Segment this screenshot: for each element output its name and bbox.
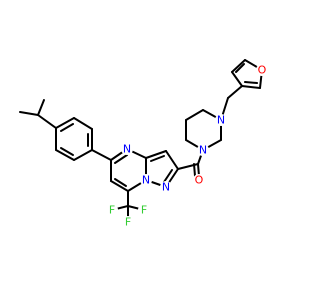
molecule-structure: N N N N N O O F F F <box>19 59 268 229</box>
halo-f-left <box>106 204 118 216</box>
halo-n-piperazine-right <box>215 114 227 126</box>
bond-carbonyl-double-1 <box>197 163 200 177</box>
halo-f-right <box>138 204 150 216</box>
bond-furan-1 <box>241 85 261 89</box>
bond-carbonyl-double-2 <box>193 163 196 177</box>
atom-n-bridge: N <box>142 174 150 187</box>
bond-phenyl-2 <box>73 117 93 130</box>
atom-o-carbonyl: O <box>195 174 204 187</box>
bond-pyrazole-2 <box>165 150 179 170</box>
bond-furan-4 <box>231 59 246 73</box>
bond-furan-double-1 <box>244 81 258 84</box>
atom-f-left: F <box>109 204 115 217</box>
bond-pyrazole-double-1 <box>150 155 165 162</box>
atom-f-middle: F <box>125 216 131 229</box>
bond-furan-double-2 <box>235 63 245 73</box>
atom-n-piperazine-left: N <box>199 144 207 157</box>
bond-phenyl-to-pyrimidine <box>91 149 112 161</box>
atom-o-furan: O <box>258 64 267 77</box>
bond-isopropyl-methyl-2 <box>37 99 45 116</box>
bond-phenyl-4 <box>73 149 93 161</box>
bond-furan-5 <box>231 71 243 87</box>
halo-n-piperazine-left <box>197 144 209 156</box>
bond-pyrimidine-double-1 <box>114 154 128 164</box>
bond-phenyl-double-3 <box>60 147 74 156</box>
bond-phenyl-1 <box>55 117 75 129</box>
bond-phenyl-double-1 <box>60 123 74 132</box>
atom-labels: N N N N N O O F F F <box>106 64 268 229</box>
bond-pyrazole-double-2 <box>163 169 173 183</box>
halo-n-pyrimidine <box>121 143 133 155</box>
bond-piperazine-3 <box>185 109 204 121</box>
bond-pyrazole-1 <box>145 150 167 159</box>
bond-isopropyl-to-phenyl <box>37 114 57 129</box>
molecule-canvas: N N N N N O O F F F <box>19 59 268 229</box>
halo-n-pyrazole <box>160 181 172 193</box>
halo-o-furan <box>256 64 268 76</box>
atom-n-piperazine-right: N <box>217 114 225 127</box>
bond-pyrimidine-5 <box>110 180 129 192</box>
bond-isopropyl-methyl-1 <box>19 111 39 116</box>
halo-f-middle <box>122 216 134 228</box>
bonds <box>19 59 263 223</box>
halo-n-bridge <box>140 174 152 186</box>
bond-pyrimidine-double-2 <box>114 178 127 187</box>
atom-f-right: F <box>141 204 147 217</box>
atom-n-pyrimidine: N <box>123 143 131 156</box>
bond-phenyl-5 <box>55 149 75 161</box>
bond-ch2-to-furan <box>227 85 243 99</box>
atom-n-pyrazole: N <box>162 181 170 194</box>
halo-o-carbonyl <box>193 174 205 186</box>
